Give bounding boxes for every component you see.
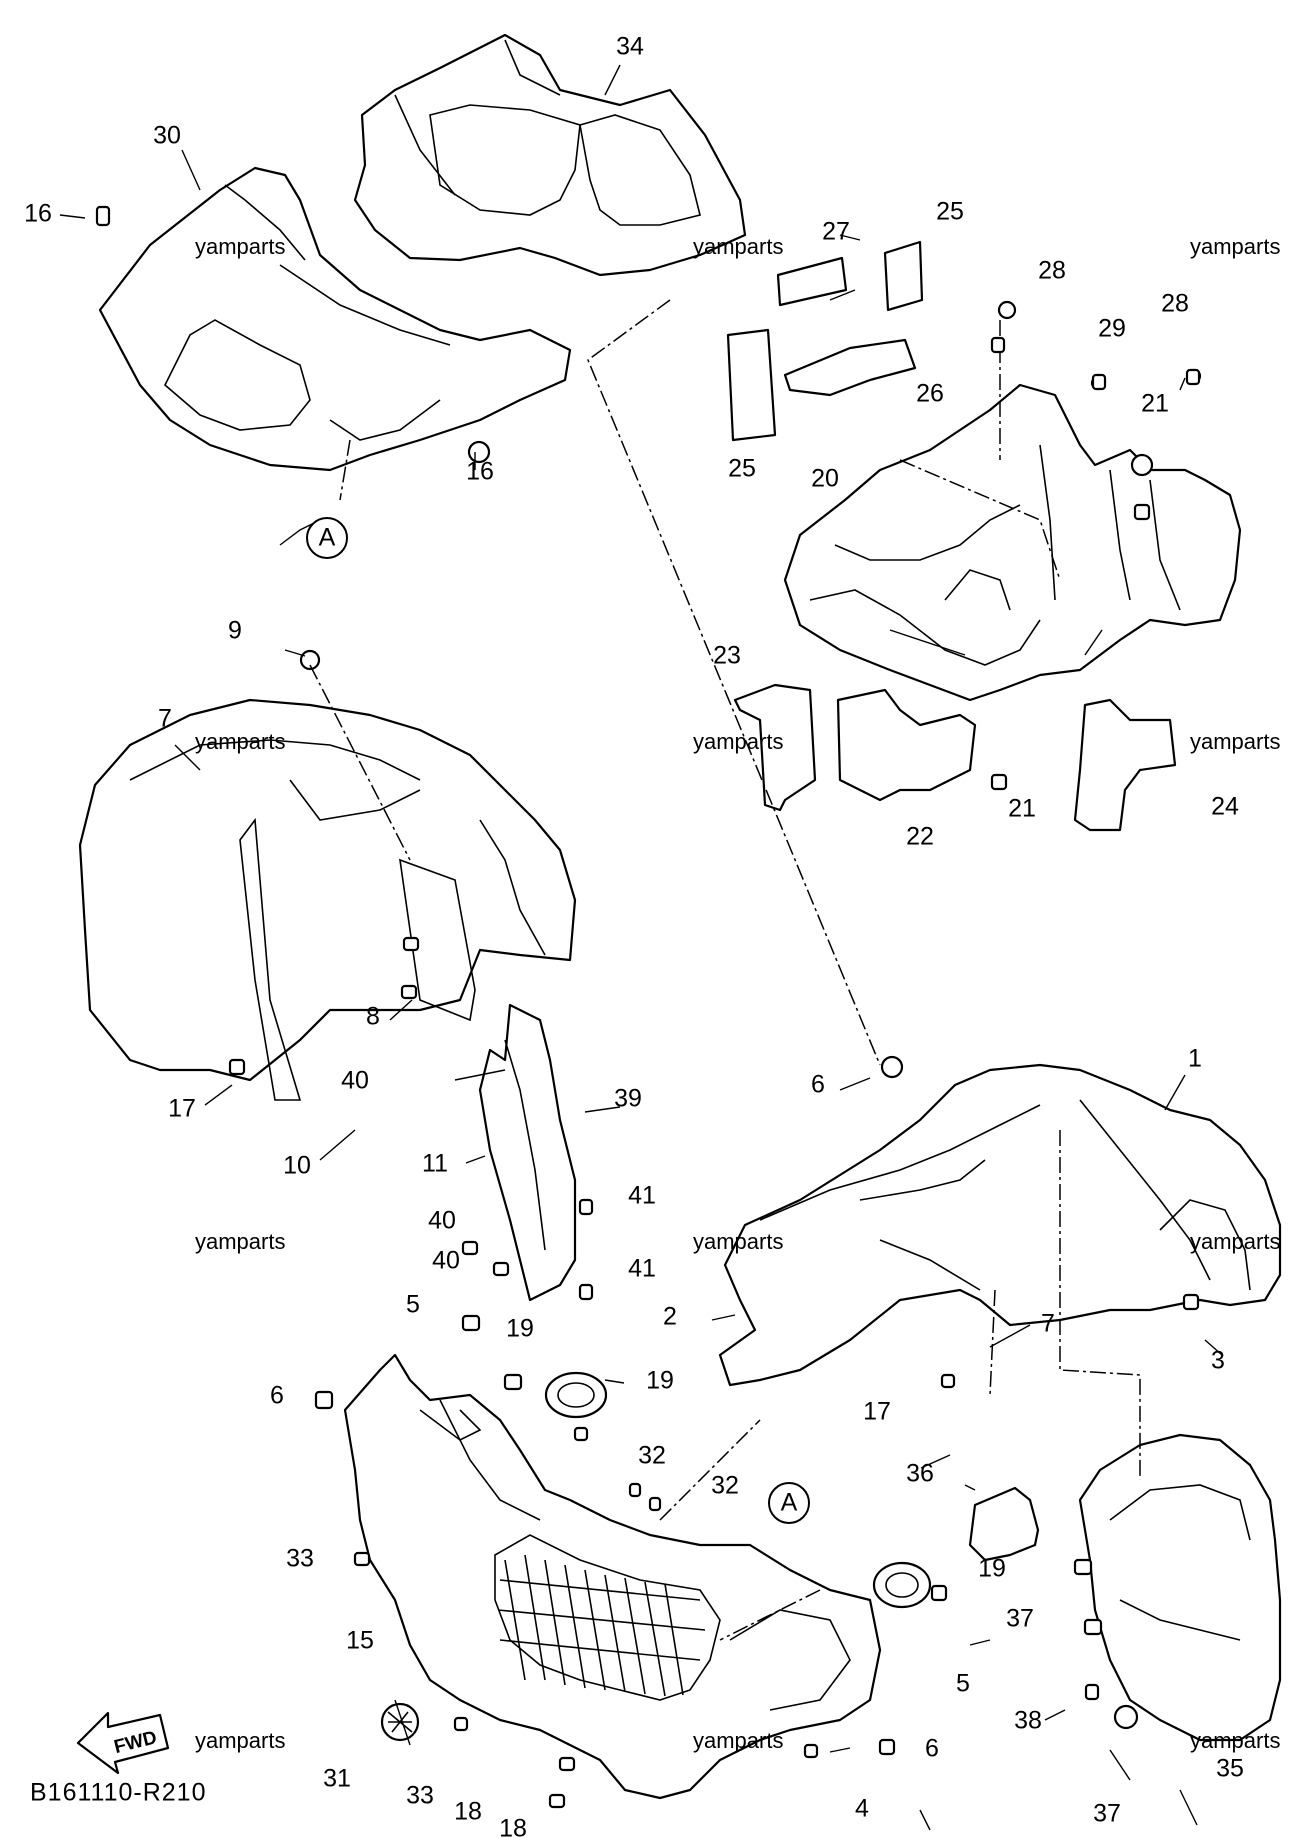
callout-22: 22: [906, 823, 934, 851]
callout-11: 8: [366, 1003, 380, 1031]
callout-28: 28: [1161, 290, 1189, 318]
fasteners: [95, 205, 1201, 1809]
watermark: yamparts: [1190, 729, 1280, 754]
callout-37: 37: [1006, 1605, 1034, 1633]
callout-23: 23: [713, 642, 741, 670]
connector-lines: [309, 299, 1141, 1641]
callout-17: 17: [863, 1398, 891, 1426]
callout-16: 16: [466, 458, 494, 486]
callout-14: 11: [422, 1150, 448, 1178]
callout-19: 19: [646, 1367, 674, 1395]
reference-circle-a-bottom: A: [768, 1482, 810, 1524]
callout-34: 34: [616, 33, 644, 61]
callout-24: 24: [1211, 793, 1239, 821]
callout-8: 7: [1041, 1310, 1055, 1338]
callout-12: 19: [506, 1315, 534, 1343]
callout-38: 38: [1014, 1707, 1042, 1735]
watermark: yamparts: [195, 1229, 285, 1254]
callout-9: 7: [158, 705, 172, 733]
watermark: yamparts: [1190, 234, 1280, 259]
callout-labels: 34 30 16 16 27 25 28 28 29 21 26 25 20 9…: [24, 33, 1244, 1838]
fwd-arrow: FWD: [76, 1711, 170, 1775]
callout-21: 21: [1008, 795, 1036, 823]
callout-2: 2: [663, 1303, 677, 1331]
svg-text:A: A: [319, 524, 336, 552]
callout-13: 9: [228, 617, 242, 645]
callout-29: 29: [1098, 315, 1126, 343]
svg-text:A: A: [781, 1489, 798, 1517]
part-front-upper-cover: [98, 166, 572, 472]
callout-21: 21: [1141, 390, 1169, 418]
callout-40: 40: [432, 1247, 460, 1275]
watermark: yamparts: [693, 729, 783, 754]
watermark: yamparts: [1190, 1728, 1280, 1753]
callout-35: 35: [1216, 1755, 1244, 1783]
callout-19: 19: [978, 1555, 1006, 1583]
watermark: yamparts: [195, 1728, 285, 1753]
part-top-cover: [353, 33, 747, 277]
callout-40: 40: [341, 1067, 369, 1095]
callout-28: 28: [1038, 257, 1066, 285]
watermark: yamparts: [195, 234, 285, 259]
leader-lines: [59, 64, 1223, 1831]
callout-5: 5: [406, 1291, 420, 1319]
callout-3: 3: [1211, 1347, 1225, 1375]
callout-20: 20: [811, 465, 839, 493]
callout-25: 25: [728, 455, 756, 483]
callout-33: 33: [406, 1782, 434, 1810]
callout-32: 32: [638, 1442, 666, 1470]
watermarks: yamparts yamparts yamparts yamparts yamp…: [195, 234, 1280, 1753]
callout-32: 32: [711, 1472, 739, 1500]
callout-15: 15: [346, 1627, 374, 1655]
part-rear-fender: [718, 1063, 1282, 1387]
callout-1: 1: [1188, 1045, 1202, 1073]
callout-30: 30: [153, 122, 181, 150]
callout-26: 26: [916, 380, 944, 408]
callout-41: 41: [628, 1255, 656, 1283]
watermark: yamparts: [1190, 1229, 1280, 1254]
part-side-bracket: [454, 1003, 577, 1302]
watermark: yamparts: [195, 729, 285, 754]
part-plates-lower: [733, 683, 1177, 832]
callout-31: 31: [323, 1765, 351, 1793]
callout-16: 16: [24, 200, 52, 228]
diagram-code: B161110-R210: [30, 1779, 206, 1807]
part-front-fender: [78, 698, 577, 1101]
callout-39: 39: [614, 1085, 642, 1113]
callout-17: 17: [168, 1095, 196, 1123]
watermark: yamparts: [693, 1229, 783, 1254]
callout-6: 6: [925, 1735, 939, 1763]
watermark: yamparts: [693, 234, 783, 259]
callout-25: 25: [936, 198, 964, 226]
callout-36: 36: [906, 1460, 934, 1488]
watermark: yamparts: [693, 1728, 783, 1753]
part-rear-mudguard: [1078, 1433, 1282, 1742]
callout-6: 6: [270, 1382, 284, 1410]
callout-7: 6: [811, 1071, 825, 1099]
callout-18: 18: [454, 1798, 482, 1826]
callout-18: 18: [499, 1815, 527, 1838]
callout-33: 33: [286, 1545, 314, 1573]
callout-40: 40: [428, 1207, 456, 1235]
part-label-sheets: [726, 240, 924, 442]
callout-27: 27: [822, 218, 850, 246]
part-small-guard: [968, 1486, 1040, 1562]
callout-4: 4: [855, 1795, 869, 1823]
part-holder-bracket: [783, 383, 1242, 702]
callout-10: 10: [283, 1152, 311, 1180]
callout-5: 5: [956, 1670, 970, 1698]
reference-circle-a-top: A: [306, 517, 348, 559]
callout-37: 37: [1093, 1800, 1121, 1828]
part-front-lower-body: [343, 1353, 882, 1800]
callout-41: 41: [628, 1182, 656, 1210]
